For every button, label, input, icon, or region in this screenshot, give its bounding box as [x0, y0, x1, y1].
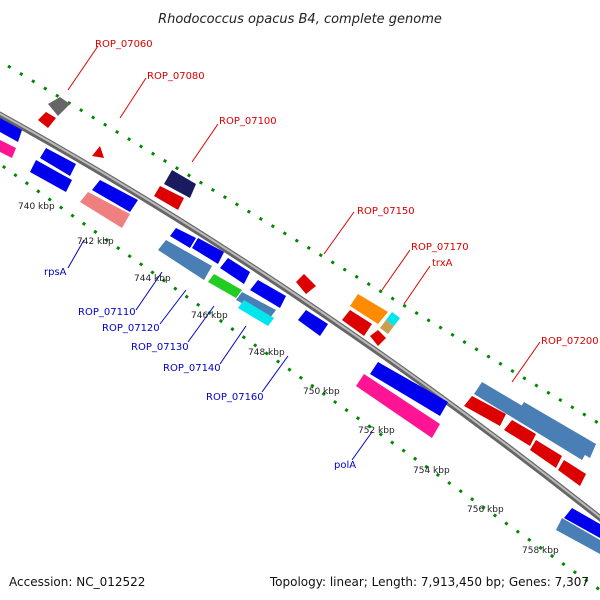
gene-reverse[interactable]: [30, 160, 72, 192]
gene-label[interactable]: trxA: [432, 258, 453, 269]
gene-reverse[interactable]: [40, 148, 76, 176]
tick-label: 758 kbp: [522, 546, 559, 556]
gene-label[interactable]: ROP_07150: [357, 206, 415, 217]
gene-reverse[interactable]: [192, 238, 224, 264]
leader-lines: [67, 45, 541, 461]
ruler-line-lower: [0, 162, 600, 592]
gene-label[interactable]: ROP_07080: [147, 71, 205, 82]
gene-label[interactable]: ROP_07160: [206, 392, 264, 403]
gene-label[interactable]: ROP_07110: [78, 307, 136, 318]
gene-label[interactable]: ROP_07060: [95, 39, 153, 50]
ruler-line-upper: [7, 64, 600, 426]
gene-forward[interactable]: [154, 186, 184, 210]
gene-forward[interactable]: [464, 396, 506, 426]
gene-tan[interactable]: [380, 320, 394, 334]
labels-forward: ROP_07060 ROP_07080 ROP_07100 ROP_07150 …: [95, 39, 599, 347]
ruler-ticks: 740 kbp 742 kbp 744 kbp 746 kbp 748 kbp …: [18, 202, 559, 556]
tick-label: 748 kbp: [248, 348, 285, 358]
gene-label[interactable]: ROP_07130: [131, 342, 189, 353]
gene-pink[interactable]: [0, 140, 16, 158]
gene-label[interactable]: ROP_07120: [102, 323, 160, 334]
gene-rop-07170[interactable]: [350, 294, 388, 324]
tick-label: 756 kbp: [467, 505, 504, 515]
tick-label: 742 kbp: [77, 237, 114, 247]
tick-label: 740 kbp: [18, 202, 55, 212]
gene-rop-07080[interactable]: [92, 146, 104, 158]
topology-text: Topology: linear; Length: 7,913,450 bp; …: [269, 575, 589, 589]
gene-forward[interactable]: [530, 440, 562, 468]
tick-label: 750 kbp: [303, 387, 340, 397]
tick-label: 754 kbp: [413, 466, 450, 476]
tick-label: 746 kbp: [191, 311, 228, 321]
gene-trxa[interactable]: [386, 312, 400, 326]
map-title: Rhodococcus opacus B4, complete genome: [158, 12, 442, 27]
gene-rop-07110[interactable]: [158, 240, 212, 280]
gene-forward[interactable]: [38, 112, 56, 128]
gene-reverse[interactable]: [92, 180, 138, 212]
gene-forward[interactable]: [504, 420, 536, 446]
tick-label: 752 kbp: [358, 426, 395, 436]
gene-reverse[interactable]: [220, 258, 250, 284]
gene-pola[interactable]: [356, 374, 440, 438]
gene-reverse[interactable]: [564, 508, 600, 538]
gene-reverse[interactable]: [170, 228, 196, 248]
genome-axis-highlight: [0, 112, 600, 519]
gene-steel[interactable]: [516, 402, 596, 458]
tick-label: 744 kbp: [134, 274, 171, 284]
gene-rpsa[interactable]: [80, 192, 130, 228]
gene-label[interactable]: ROP_07100: [219, 116, 277, 127]
gene-rop-07130[interactable]: [236, 292, 276, 318]
gene-features: [0, 97, 600, 554]
gene-reverse[interactable]: [0, 118, 22, 142]
gene-label[interactable]: ROP_07140: [163, 363, 221, 374]
labels-reverse: rpsA ROP_07110 ROP_07120 ROP_07130 ROP_0…: [44, 267, 356, 471]
gene-rop-07060[interactable]: [48, 97, 70, 116]
gene-label[interactable]: ROP_07170: [411, 242, 469, 253]
gene-rop-07120[interactable]: [208, 274, 242, 298]
gene-forward[interactable]: [370, 330, 386, 346]
gene-label[interactable]: ROP_07200: [541, 336, 599, 347]
gene-forward[interactable]: [558, 460, 586, 486]
gene-forward[interactable]: [342, 310, 372, 336]
gene-label[interactable]: rpsA: [44, 267, 67, 278]
gene-rop-07140[interactable]: [238, 300, 274, 326]
gene-reverse[interactable]: [370, 362, 448, 416]
gene-steel[interactable]: [556, 518, 600, 554]
gene-rop-07160[interactable]: [298, 310, 328, 336]
gene-rop-07100[interactable]: [164, 170, 196, 198]
gene-rop-07150[interactable]: [296, 274, 316, 294]
gene-label[interactable]: polA: [334, 460, 356, 471]
gene-reverse[interactable]: [250, 280, 286, 308]
accession-text: Accession: NC_012522: [9, 575, 145, 589]
